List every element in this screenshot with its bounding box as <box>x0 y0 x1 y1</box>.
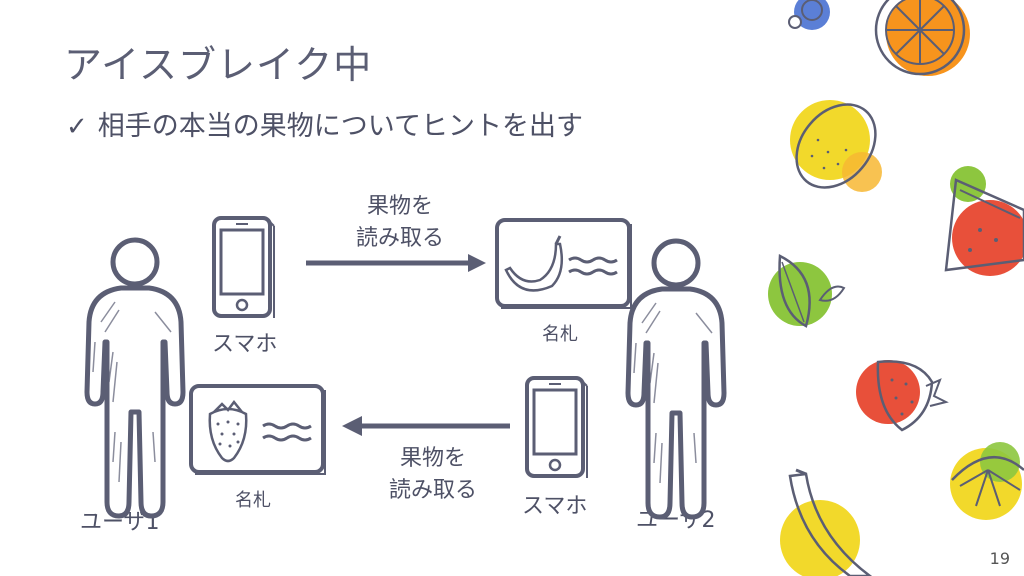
arrow-bottom-label-line2: 読み取る <box>388 478 477 503</box>
phone-bottom-icon <box>525 376 589 480</box>
check-icon: ✓ <box>66 112 88 142</box>
strawberry-icon <box>856 360 949 432</box>
page-number: 19 <box>989 549 1010 568</box>
phone-bottom-label: スマホ <box>522 494 588 519</box>
bullet-line: ✓ 相手の本当の果物についてヒントを出す <box>66 104 583 143</box>
leaf-icon <box>768 254 846 328</box>
phone-top-icon <box>212 216 276 320</box>
arrow-top-label-line2: 読み取る <box>355 226 444 251</box>
watermelon-icon <box>944 166 1024 276</box>
name-card-strawberry-icon <box>189 384 327 476</box>
arrow-left-icon <box>342 416 510 436</box>
blueberry-icon <box>788 0 830 30</box>
name-card-banana-icon <box>495 218 633 310</box>
orange-slice-icon <box>874 0 970 76</box>
user2-figure-icon <box>628 241 724 517</box>
arrow-right-icon <box>306 254 486 272</box>
arrow-top-label-line1: 果物を <box>366 194 433 219</box>
lemon-icon <box>790 100 882 192</box>
user1-figure-icon <box>87 240 183 516</box>
arrow-bottom-label: 果物を 読み取る <box>378 440 488 504</box>
card-top-label: 名札 <box>542 324 578 345</box>
arrow-top-label: 果物を 読み取る <box>352 188 448 252</box>
bullet-text: 相手の本当の果物についてヒントを出す <box>97 111 583 142</box>
phone-top-label: スマホ <box>212 332 278 357</box>
lime-slice-icon <box>950 442 1024 520</box>
card-bottom-label: 名札 <box>235 490 271 511</box>
arrow-bottom-label-line1: 果物を <box>399 446 466 471</box>
slide-title: アイスブレイク中 <box>64 43 373 87</box>
banana-icon <box>780 468 873 576</box>
